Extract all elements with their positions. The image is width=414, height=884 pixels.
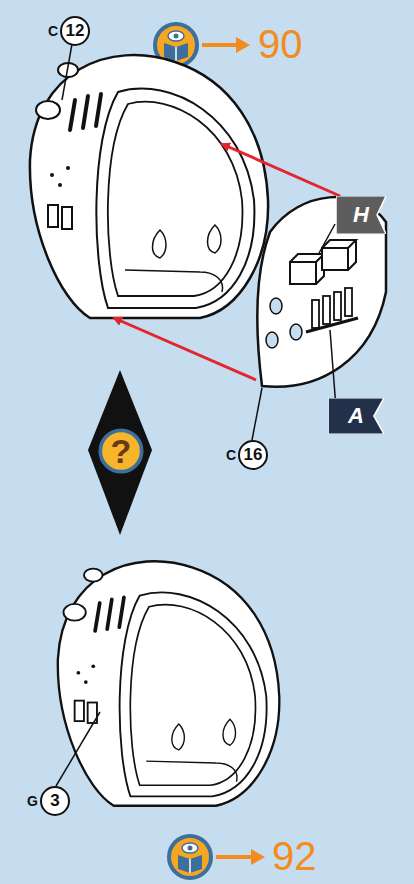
page-reference: 90 — [258, 24, 303, 64]
part-letter: ? — [111, 432, 132, 471]
part-letter: H — [353, 202, 369, 228]
question-badge: ? — [98, 428, 144, 474]
part-letter: C — [226, 447, 236, 463]
callout-number: 12 — [66, 21, 85, 41]
callout-number: 3 — [50, 791, 59, 811]
callout-number: 16 — [244, 445, 263, 465]
callout-number: C12 — [60, 16, 90, 46]
part-letter: G — [27, 793, 38, 809]
part-letter: C — [48, 23, 58, 39]
callout-number: G3 — [40, 786, 70, 816]
part-flag: A — [328, 398, 384, 434]
part-letter: A — [348, 403, 364, 429]
callout-number: C16 — [238, 440, 268, 470]
part-flag: H — [336, 196, 386, 234]
page-reference: 92 — [272, 836, 317, 876]
